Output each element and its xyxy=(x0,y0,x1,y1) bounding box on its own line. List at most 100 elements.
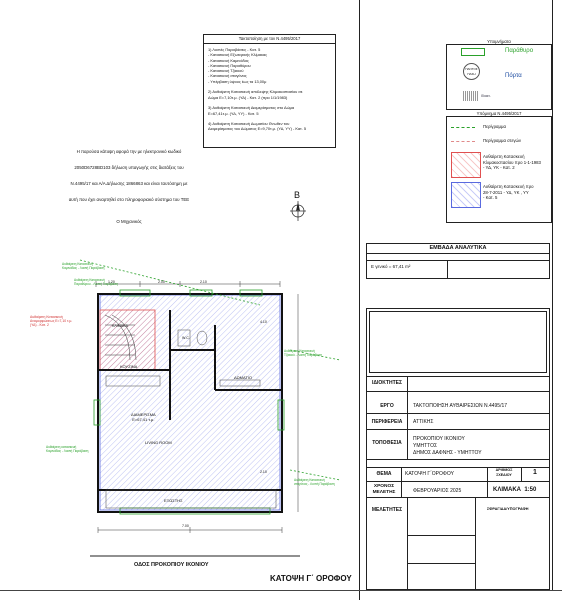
category-line: - Υπέρβαση ύψους έως τα 13,00μ xyxy=(208,78,267,84)
symbols-title: Υπομνήματα xyxy=(487,39,511,44)
legend-outline: Περίγραμμα xyxy=(483,124,506,129)
category-line: Ε=67,41τ.μ. (ΥΔ, ΥΥ) - Κατ. 5 xyxy=(208,110,259,116)
stamp-text: Ιδιοκτ. xyxy=(481,94,491,98)
tb-col-6 xyxy=(475,497,476,589)
stairs xyxy=(104,314,137,361)
room-bedroom: ΔΩΜΑΤΙΟ xyxy=(234,375,253,380)
areas-col xyxy=(447,260,448,278)
green-note-4: Αυθαίρετη κατασκευή Καμινάδας - Λοιπή Πα… xyxy=(46,445,89,453)
areas-rule-2 xyxy=(367,260,549,261)
street-label: ΟΔΟΣ ΠΡΟΚΟΠΙΟΥ ΙΚΟΝΙΟΥ xyxy=(134,562,209,568)
category-line: - Κατασκευή σταγόνας xyxy=(208,73,247,79)
tb-rule-5 xyxy=(367,459,549,460)
stamp-label: ΣΦΡΑΓΙΔΑ/ΥΠΟΓΡΑΦΗ xyxy=(487,507,529,511)
bottom-dimensions xyxy=(97,294,299,533)
note-line-4: αυτή που έχει αναρτηθεί στο πληροφοριακό… xyxy=(68,197,190,203)
legend-box: Υπόμνημα N.4495/2017 Περίγραμμα Περίγραμ… xyxy=(446,111,552,223)
sheet-no: 1 xyxy=(533,469,537,476)
room-wc: W.C. xyxy=(182,336,190,340)
window-label: Παράθυρο xyxy=(505,48,534,54)
top-dimensions xyxy=(95,281,281,287)
categories-box: Τακτοποίηση με τον N.4495/2017 1) Λοιπές… xyxy=(203,34,336,148)
designer-label: ΜΕΛΕΤΗΤΕΣ xyxy=(371,507,403,513)
category-line: 1) Λοιπές Παραβάσεις - Κατ. 5 xyxy=(208,47,261,52)
tb-rule-3 xyxy=(367,413,549,414)
category-line: Διαμερίσματος του Δώματος Ε=9,70τ.μ. (ΥΔ… xyxy=(208,126,306,132)
location-line-1: ΠΡΟΚΟΠΙΟΥ ΙΚΟΝΙΟΥ xyxy=(413,436,465,442)
blue-hatch-icon xyxy=(451,182,481,208)
theme-label: ΘΕΜΑ xyxy=(376,471,392,477)
green-note-3: Αυθαίρετη Κατασκευή Τζακιού - Λοιπή Παρά… xyxy=(284,349,323,357)
categories-rule xyxy=(204,43,335,44)
red-hatch-icon xyxy=(451,152,481,178)
dim-6: 2.10 xyxy=(260,470,267,474)
title-block: ΙΔΙΟΚΤΗΤΕΣ ΕΡΓΟ ΤΑΚΤΟΠΟΙΗΣΗ ΑΥΘΑΙΡΕΣΙΩΝ … xyxy=(366,308,550,590)
north-arrow-icon xyxy=(290,201,306,221)
category-line: 3) Αυθαίρετη Κατασκευή Διαμερίσματος στο… xyxy=(208,105,295,111)
region-value: ΑΤΤΙΚΗΣ xyxy=(413,419,434,425)
scale-value: ΚΛΙΜΑΚΑ 1:50 xyxy=(493,487,537,493)
work-label: ΕΡΓΟ xyxy=(380,403,394,409)
tb-col-3 xyxy=(487,467,488,497)
categories-title: Τακτοποίηση με τον N.4495/2017 xyxy=(238,36,301,41)
tb-col-1 xyxy=(407,376,408,459)
category-line: - Κατασκευή Καμινάδας xyxy=(208,57,249,63)
legend-title: Υπόμνημα N.4495/2017 xyxy=(476,111,522,116)
category-line: 2) Αυθαίρετη Κατασκευή απόλεψης Κλιμακοσ… xyxy=(208,89,303,95)
location-line-2: ΥΜΗΤΤΟΣ xyxy=(413,443,438,449)
plan-title: ΚΑΤΟΨΗ Γ΄ ΟΡΟΦΟΥ xyxy=(270,574,352,583)
room-kitchen: ΚΟΥΖΙΝΑ xyxy=(120,364,138,369)
room-living: LIVING ROOM xyxy=(145,440,172,445)
work-value: ΤΑΚΤΟΠΟΙΗΣΗ ΑΥΘΑΙΡΕΣΙΩΝ N.4495/17 xyxy=(413,403,508,409)
green-note-5: Αυθαίρετη Κατασκευή σταγόνας - Λοιπή Παρ… xyxy=(294,478,335,486)
tb-col-2 xyxy=(401,467,402,497)
tb-rule-7 xyxy=(367,481,549,482)
door-symbol-text: ΠΑΝΤΟΣ ΠΑΣΗ xyxy=(465,67,478,76)
category-line: Δώμα Ε=7,10τ.μ. (ΥΔ) - Κατ. 2 (προ 1/1/1… xyxy=(208,94,288,100)
sheet-divider xyxy=(359,0,360,600)
time-label: ΧΡΟΝΟΣ ΜΕΛΕΤΗΣ xyxy=(372,484,396,495)
note-line-1: Η παρούσα κάτοψη αφορά την με ηλεκτρονικ… xyxy=(76,148,182,154)
legend-blue-item: Αυθαίρετη Κατασκευή προ 28-7-2011 - ΥΔ, … xyxy=(483,184,534,201)
sheet-right xyxy=(552,0,553,590)
tb-rule-2 xyxy=(367,391,549,392)
north-label: Β xyxy=(294,190,301,200)
location-line-3: ΔΗΜΟΣ ΔΑΦΝΗΣ - ΥΜΗΤΤΟΥ xyxy=(413,450,482,456)
declaration-note: Η παρούσα κάτοψη αφορά την με ηλεκτρονικ… xyxy=(54,138,204,230)
areas-rule-1 xyxy=(367,253,549,254)
roof-outline-icon xyxy=(451,141,475,142)
areas-table: ΕΜΒΑΔΑ ΑΝΑΛΥΤΙΚΑ Ε γενικό = 67,41 m² xyxy=(366,243,550,279)
legend-red-item: Αυθαίρετη Κατασκευή Κλιμακοστασίου προ 1… xyxy=(483,154,541,171)
location-label: ΤΟΠΟΘΕΣΙΑ xyxy=(372,440,402,446)
tb-rule-10 xyxy=(407,563,475,564)
symbols-box: Υπομνήματα Παράθυρο ΠΑΝΤΟΣ ΠΑΣΗ Πόρτα Ιδ… xyxy=(446,39,552,110)
room-apartment: ΔΙΑΜΕΡΙΣΜΑ Ε=67,41 τ.μ. xyxy=(131,412,156,422)
tb-rule-9 xyxy=(407,535,475,536)
category-line: 4) Αυθαίρετη Κατασκευή Δωματίου Θνωθεν τ… xyxy=(208,121,290,127)
sheet-bottom xyxy=(0,590,562,591)
category-line: - Κατασκευή Εξωτερικής Κλίμακας xyxy=(208,52,268,58)
tb-col-4 xyxy=(521,467,522,481)
theme-value: ΚΑΤΟΨΗ Γ΄ΟΡΟΦΟΥ xyxy=(405,471,454,477)
category-line: - Κατασκευή Παραθύρου xyxy=(208,62,251,68)
dim-2: 2.00 xyxy=(158,280,165,284)
room-balcony: ΕΞΩΣΤΗΣ xyxy=(164,498,183,503)
green-note-2: Αυθαίρετη Κατασκευή Παραθύρου - Λοιπή Πα… xyxy=(74,278,118,286)
door-symbol-icon: ΠΑΝΤΟΣ ΠΑΣΗ xyxy=(463,63,480,80)
tb-rule-6 xyxy=(367,467,549,468)
dim-4: 4.10 xyxy=(260,320,267,324)
stamp-symbol-icon xyxy=(463,91,479,101)
tb-col-5 xyxy=(407,497,408,589)
red-annotation: Αυθαίρετη Κατασκευή Αναμορφώσεως Ε=7,10 … xyxy=(30,315,73,328)
dim-3: 2.10 xyxy=(200,280,207,284)
engineer-signature: Ο Μηχανικός xyxy=(116,218,142,224)
note-line-3: N.4495/17 και Α/Α Δήλωσης 1866863 και εί… xyxy=(70,181,188,187)
legend-roof-outline: Περίγραμμα στεγών xyxy=(483,138,522,143)
window-symbol-icon xyxy=(461,48,485,56)
areas-row: Ε γενικό = 67,41 m² xyxy=(371,264,411,269)
areas-title: ΕΜΒΑΔΑ ΑΝΑΛΥΤΙΚΑ xyxy=(429,245,487,251)
green-note-1: Αυθαίρετη Κατασκευή Καμινάδας - Λοιπή Πα… xyxy=(62,262,105,270)
sheet-no-label: ΑΡΙΘΜΟΣ ΣΧΕΔΙΟΥ xyxy=(495,468,513,477)
outline-line-icon xyxy=(451,127,475,128)
time-value: ΦΕΒΡΟΥΑΡΙΟΣ 2025 xyxy=(413,488,462,494)
